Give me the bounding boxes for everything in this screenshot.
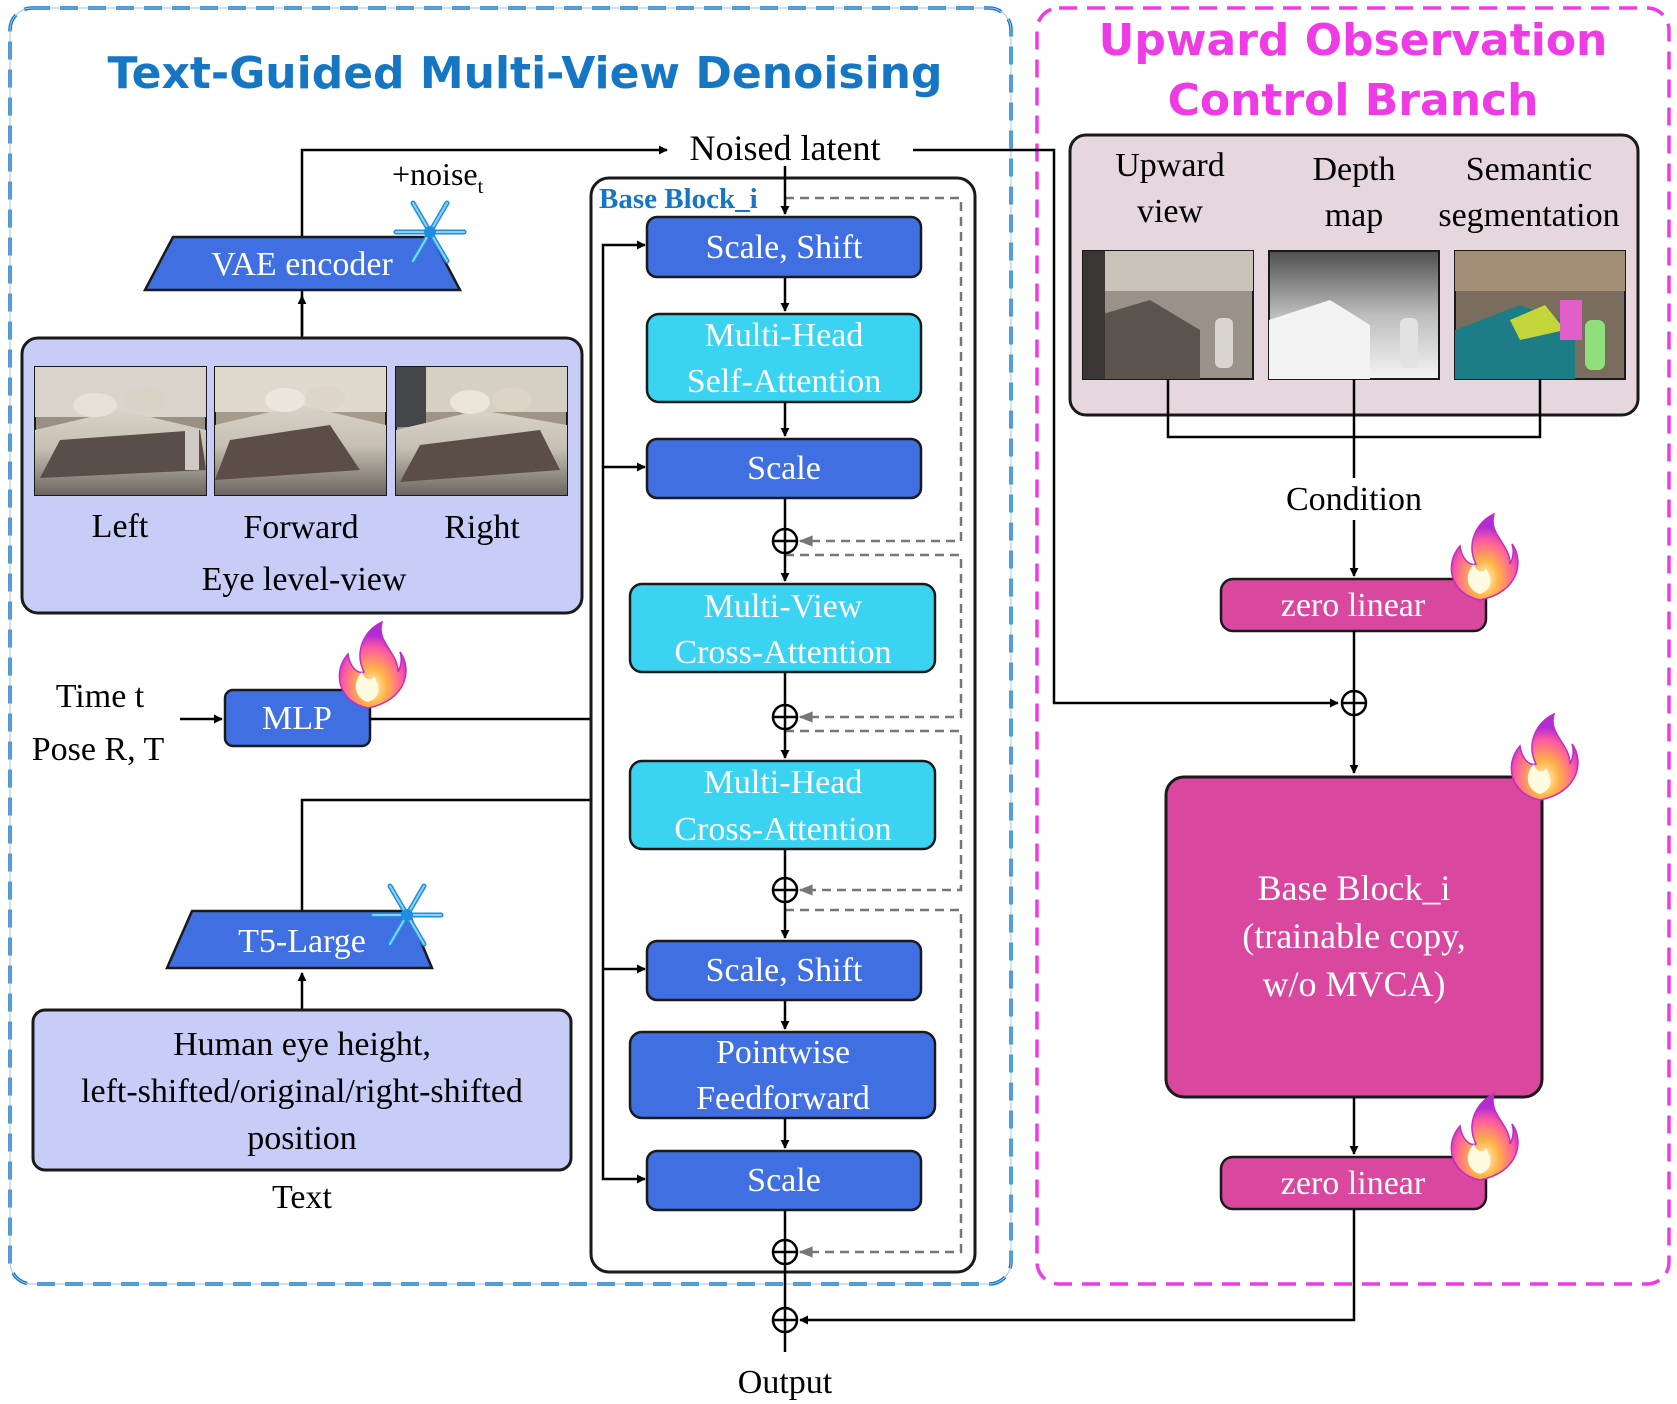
upward-view-label-2: view: [1137, 193, 1204, 230]
mlp-label: MLP: [262, 700, 332, 737]
t5-to-cross-attn-arrow: [300, 795, 628, 911]
left-view-label: Left: [92, 508, 149, 545]
sum-nodes: [771, 527, 799, 1334]
mhca-label-2: Cross-Attention: [674, 811, 891, 848]
base-block-title: Base Block_i: [599, 183, 758, 215]
mhsa-label-1: Multi-Head: [705, 317, 864, 354]
noise-label: +noiset: [392, 156, 484, 198]
vae-encoder-label: VAE encoder: [211, 246, 393, 283]
text-caption: Text: [272, 1179, 332, 1216]
latent-to-control-arrow: [913, 148, 1339, 708]
text-prompt-box: Human eye height, left-shifted/original/…: [31, 1008, 573, 1172]
depth-map-label-1: Depth: [1312, 151, 1395, 188]
scale-block-2: Scale: [645, 1149, 923, 1212]
scale-label-1: Scale: [747, 450, 821, 487]
text-prompt-line2: left-shifted/original/right-shifted: [81, 1073, 523, 1110]
control-to-output-arrow: [799, 1209, 1356, 1325]
right-view-label: Right: [444, 509, 520, 546]
cond-to-scale2: [601, 719, 646, 1184]
flame-icon: [1450, 1092, 1519, 1181]
cond-to-scale-shift1: [601, 240, 646, 719]
control-sum-node: [1340, 689, 1368, 717]
text-prompt-line3: position: [247, 1120, 357, 1157]
mvca-label-1: Multi-View: [704, 588, 863, 625]
pointwise-feedforward-block: Pointwise Feedforward: [628, 1030, 937, 1120]
eye-level-caption: Eye level-view: [202, 561, 407, 598]
flame-icon: [1450, 512, 1519, 601]
left-panel-title: Text-Guided Multi-View Denoising: [108, 48, 943, 99]
semantic-label-1: Semantic: [1466, 151, 1593, 188]
sum-node-4: [771, 1238, 799, 1266]
scale-shift-block-1: Scale, Shift: [645, 215, 923, 279]
mhsa-label-2: Self-Attention: [687, 363, 882, 400]
semantic-segmentation-image: [1454, 250, 1626, 380]
depth-map-label-2: map: [1325, 197, 1384, 234]
condition-label: Condition: [1286, 481, 1422, 518]
trainable-label-2: (trainable copy,: [1242, 916, 1466, 956]
snowflake-icon: [393, 200, 467, 264]
upward-view-label-1: Upward: [1115, 147, 1225, 184]
scale-block-1: Scale: [645, 437, 923, 500]
sum-node-3: [771, 876, 799, 904]
mhca-label-1: Multi-Head: [704, 764, 863, 801]
scale-label-2: Scale: [747, 1162, 821, 1199]
right-panel-title-line1: Upward Observation: [1099, 15, 1608, 66]
semantic-label-2: segmentation: [1438, 197, 1619, 234]
text-prompt-line1: Human eye height,: [173, 1026, 431, 1063]
output-label: Output: [738, 1364, 833, 1401]
right-view-image: [395, 366, 568, 496]
ff-label-1: Pointwise: [716, 1034, 850, 1071]
trainable-label-3: w/o MVCA): [1262, 964, 1445, 1004]
trainable-label-1: Base Block_i: [1258, 868, 1451, 908]
trainable-copy-block: Base Block_i (trainable copy, w/o MVCA): [1164, 775, 1544, 1099]
scale-shift-label-2: Scale, Shift: [706, 952, 863, 989]
zero-linear-label-1: zero linear: [1281, 587, 1426, 624]
residual-connections: [785, 196, 963, 1258]
mvca-label-2: Cross-Attention: [674, 634, 891, 671]
right-panel-title-line2: Control Branch: [1168, 75, 1539, 126]
scale-shift-label-1: Scale, Shift: [706, 229, 863, 266]
upward-observation-box: Upward view Depth map Semantic segmentat…: [1068, 133, 1640, 417]
sum-node-output: [771, 1306, 799, 1334]
snowflake-icon: [370, 883, 444, 947]
depth-map-image: [1268, 250, 1440, 380]
sum-node-1: [771, 527, 799, 555]
forward-view-label: Forward: [243, 509, 358, 546]
t5-large-label: T5-Large: [238, 923, 366, 960]
flame-icon: [1510, 712, 1579, 801]
noised-latent-label: Noised latent: [690, 128, 881, 168]
flame-icon: [338, 620, 407, 709]
multi-head-self-attention-block: Multi-Head Self-Attention: [645, 312, 923, 404]
zero-linear-block-1: zero linear: [1219, 577, 1488, 633]
multi-view-cross-attention-block: Multi-View Cross-Attention: [628, 582, 937, 674]
left-panel: [8, 6, 1013, 1286]
left-view-image: [34, 366, 207, 496]
forward-view-image: [214, 366, 387, 496]
multi-head-cross-attention-block: Multi-Head Cross-Attention: [628, 759, 937, 851]
pose-label: Pose R, T: [32, 731, 165, 768]
vae-encoder-block: VAE encoder: [142, 235, 463, 292]
zero-linear-label-2: zero linear: [1281, 1165, 1426, 1202]
time-label: Time t: [56, 678, 145, 715]
upward-view-image: [1082, 250, 1254, 380]
ff-label-2: Feedforward: [696, 1080, 870, 1117]
eye-level-view-box: Left Forward Right Eye level-view: [20, 336, 584, 615]
t5-large-block: T5-Large: [165, 909, 434, 970]
right-panel: [1035, 6, 1671, 1286]
zero-linear-block-2: zero linear: [1219, 1155, 1488, 1211]
scale-shift-block-2: Scale, Shift: [645, 939, 923, 1002]
sum-node-2: [771, 703, 799, 731]
